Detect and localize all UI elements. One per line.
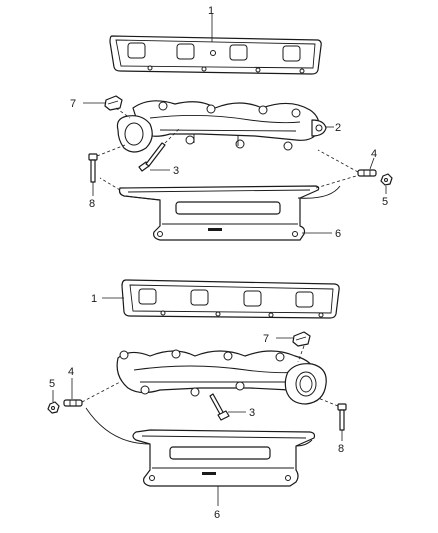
dash-6-top-a <box>99 177 121 191</box>
dash-6-top-b <box>315 175 357 189</box>
callout-2: 2 <box>335 122 341 134</box>
callout-8-bottom: 8 <box>338 443 344 455</box>
dash-8-top <box>96 144 126 157</box>
cap-bottom <box>292 331 311 347</box>
exhaust-manifold-bottom <box>116 349 327 405</box>
bolt-3-top <box>138 142 166 172</box>
stud-4-bottom <box>63 399 83 407</box>
stud-4-top <box>357 169 377 177</box>
dash-7-bottom <box>297 345 305 363</box>
bolt-8-top <box>88 153 98 183</box>
callout-1-bottom: 1 <box>91 293 97 305</box>
dash-4-top <box>317 149 359 173</box>
callout-3-bottom: 3 <box>249 407 255 419</box>
gasket-top <box>109 35 322 75</box>
dash-8-bottom <box>317 397 339 407</box>
bolt-8-bottom <box>337 403 347 431</box>
heat-shield-bottom <box>85 407 316 487</box>
heat-shield-top <box>118 185 341 241</box>
callout-4-top: 4 <box>371 148 377 160</box>
callout-8-top: 8 <box>89 198 95 210</box>
dash-4-bottom <box>81 381 121 403</box>
callout-3-top: 3 <box>173 165 179 177</box>
nut-5-bottom <box>47 401 60 414</box>
callout-6-bottom: 6 <box>214 509 220 521</box>
callout-5-bottom: 5 <box>49 378 55 390</box>
callout-6-top: 6 <box>335 228 341 240</box>
nut-5-top <box>380 173 393 186</box>
callout-1-top: 1 <box>208 5 214 17</box>
bolt-3-bottom <box>209 393 230 421</box>
callout-7-bottom: 7 <box>263 333 269 345</box>
cap-top <box>104 95 123 111</box>
leader-4-top <box>369 157 375 170</box>
dash-7-top <box>115 107 131 119</box>
exhaust-manifold-top <box>116 100 327 153</box>
callout-5-top: 5 <box>382 196 388 208</box>
dash-3-top <box>164 127 181 144</box>
callout-4-bottom: 4 <box>68 366 74 378</box>
gasket-bottom <box>121 279 340 319</box>
callout-7-top: 7 <box>70 98 76 110</box>
